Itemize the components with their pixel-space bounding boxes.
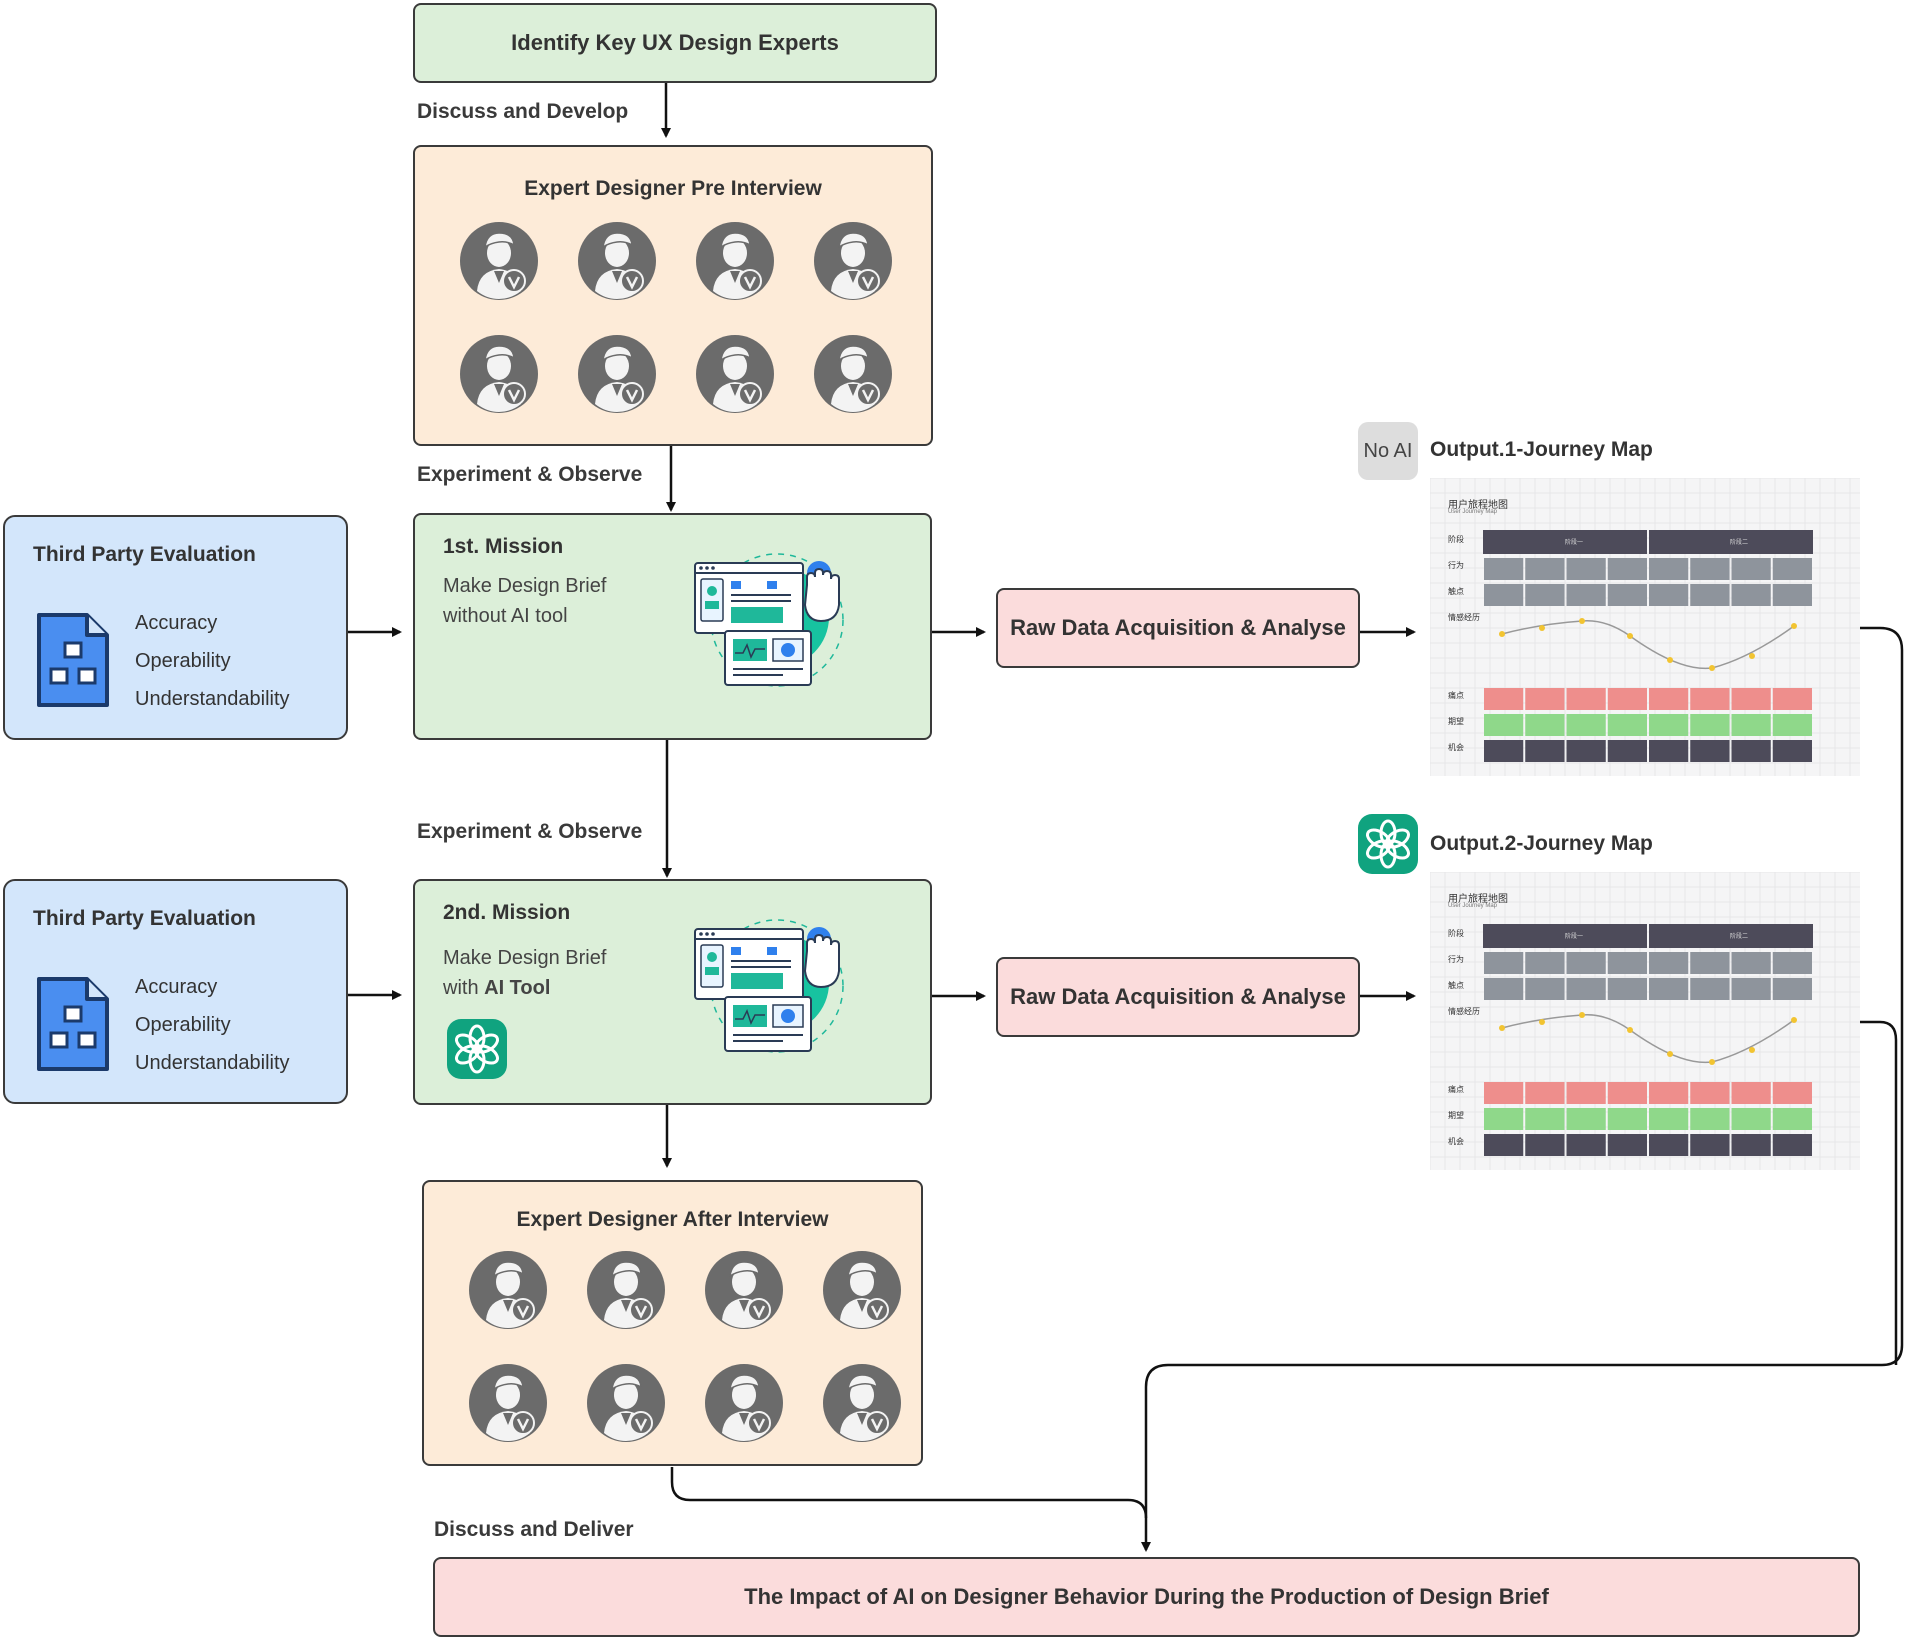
raw-data-box-2: Raw Data Acquisition & Analyse <box>996 957 1360 1037</box>
identify-experts-label: Identify Key UX Design Experts <box>511 30 839 55</box>
expert-avatar-icon <box>695 221 775 301</box>
expert-avatar-icon <box>468 1363 548 1443</box>
evaluation-2-box: Third Party Evaluation Accuracy Operabil… <box>3 879 348 1104</box>
chatgpt-icon <box>447 1019 507 1084</box>
final-impact-label: The Impact of AI on Designer Behavior Du… <box>744 1584 1549 1609</box>
journey-row-label: 期望 <box>1448 717 1464 726</box>
mission-2-box: 2nd. Mission Make Design Brief with AI T… <box>413 879 932 1105</box>
journey-row-label: 痛点 <box>1448 1085 1464 1094</box>
journey-row-label: 阶段 <box>1448 929 1464 938</box>
pre-interview-title: Expert Designer Pre Interview <box>524 177 822 200</box>
mission-1-desc: Make Design Brief without AI tool <box>443 571 606 631</box>
raw-data-label-2: Raw Data Acquisition & Analyse <box>1010 984 1346 1009</box>
evaluation-1-operability: Operability <box>135 650 231 672</box>
discuss-develop-label: Discuss and Develop <box>417 100 629 123</box>
expert-avatar-icon <box>813 334 893 414</box>
evaluation-2-understandability: Understandability <box>135 1052 290 1074</box>
expert-avatar-icon <box>577 334 657 414</box>
evaluation-2-title: Third Party Evaluation <box>33 907 256 930</box>
output-1-title: Output.1-Journey Map <box>1430 438 1653 461</box>
design-brief-illustration <box>687 545 857 700</box>
after-interview-box: Expert Designer After Interview <box>422 1180 923 1466</box>
discuss-deliver-label: Discuss and Deliver <box>434 1518 634 1541</box>
expert-avatar-icon <box>704 1250 784 1330</box>
mission-1-line1: Make Design Brief <box>443 575 607 597</box>
journey-row-label: 行为 <box>1448 955 1464 964</box>
expert-avatar-icon <box>813 221 893 301</box>
mission-2-title: 2nd. Mission <box>443 901 571 924</box>
journey-stage-label: 阶段一 <box>1565 540 1584 546</box>
journey-stage-label: 阶段二 <box>1730 934 1749 940</box>
expert-avatar-icon <box>704 1363 784 1443</box>
journey-stage-label: 阶段一 <box>1565 934 1584 940</box>
journey-row-label: 情感经历 <box>1448 613 1480 622</box>
mission-1-box: 1st. Mission Make Design Brief without A… <box>413 513 932 740</box>
evaluation-2-accuracy: Accuracy <box>135 976 218 998</box>
expert-avatar-icon <box>459 221 539 301</box>
journey-row-label: 痛点 <box>1448 691 1464 700</box>
journey-row-label: 期望 <box>1448 1111 1464 1120</box>
journey-row-label: 阶段 <box>1448 535 1464 544</box>
mission-1-line2: without AI tool <box>443 605 568 627</box>
expert-avatar-icon <box>822 1250 902 1330</box>
journey-row-label: 行为 <box>1448 561 1464 570</box>
mission-2-desc: Make Design Brief with AI Tool <box>443 943 606 1003</box>
journey-map-title: 用户旅程地图 <box>1448 500 1508 511</box>
raw-data-box-1: Raw Data Acquisition & Analyse <box>996 588 1360 668</box>
experiment-observe-label-1: Experiment & Observe <box>417 463 643 486</box>
expert-avatar-icon <box>586 1363 666 1443</box>
design-brief-illustration <box>687 911 857 1066</box>
mission-2-line2: with AI Tool <box>443 973 606 1003</box>
journey-row-label: 触点 <box>1448 587 1464 596</box>
expert-avatar-icon <box>822 1363 902 1443</box>
chatgpt-icon <box>1358 814 1418 879</box>
expert-avatar-icon <box>695 334 775 414</box>
evaluation-2-operability: Operability <box>135 1014 231 1036</box>
journey-map-title: 用户旅程地图 <box>1448 894 1508 905</box>
evaluation-1-box: Third Party Evaluation Accuracy Operabil… <box>3 515 348 740</box>
journey-stage-label: 阶段二 <box>1730 540 1749 546</box>
after-interview-title: Expert Designer After Interview <box>516 1208 829 1231</box>
output-2-title: Output.2-Journey Map <box>1430 832 1653 855</box>
experiment-observe-label-2: Experiment & Observe <box>417 820 643 843</box>
no-ai-badge: No AI <box>1358 422 1418 480</box>
journey-map-subtitle: User Journey Map <box>1448 903 1498 909</box>
mission-2-line1: Make Design Brief <box>443 947 607 969</box>
final-impact-box: The Impact of AI on Designer Behavior Du… <box>433 1557 1860 1637</box>
identify-experts-box: Identify Key UX Design Experts <box>413 3 937 83</box>
evaluation-1-understandability: Understandability <box>135 688 290 710</box>
journey-row-label: 机会 <box>1448 1137 1464 1146</box>
pre-interview-box: Expert Designer Pre Interview <box>413 145 933 446</box>
document-icon <box>35 975 111 1078</box>
journey-row-label: 触点 <box>1448 981 1464 990</box>
document-icon <box>35 611 111 714</box>
mission-1-title: 1st. Mission <box>443 535 564 558</box>
mission-2-line2-prefix: with <box>443 977 485 999</box>
journey-row-label: 机会 <box>1448 743 1464 752</box>
journey-row-label: 情感经历 <box>1448 1007 1480 1016</box>
expert-avatar-icon <box>459 334 539 414</box>
journey-map-subtitle: User Journey Map <box>1448 509 1498 515</box>
mission-2-line2-bold: AI Tool <box>484 977 551 999</box>
expert-avatar-icon <box>468 1250 548 1330</box>
expert-avatar-icon <box>577 221 657 301</box>
expert-avatar-icon <box>586 1250 666 1330</box>
evaluation-1-accuracy: Accuracy <box>135 612 218 634</box>
raw-data-label-1: Raw Data Acquisition & Analyse <box>1010 615 1346 640</box>
evaluation-1-title: Third Party Evaluation <box>33 543 256 566</box>
